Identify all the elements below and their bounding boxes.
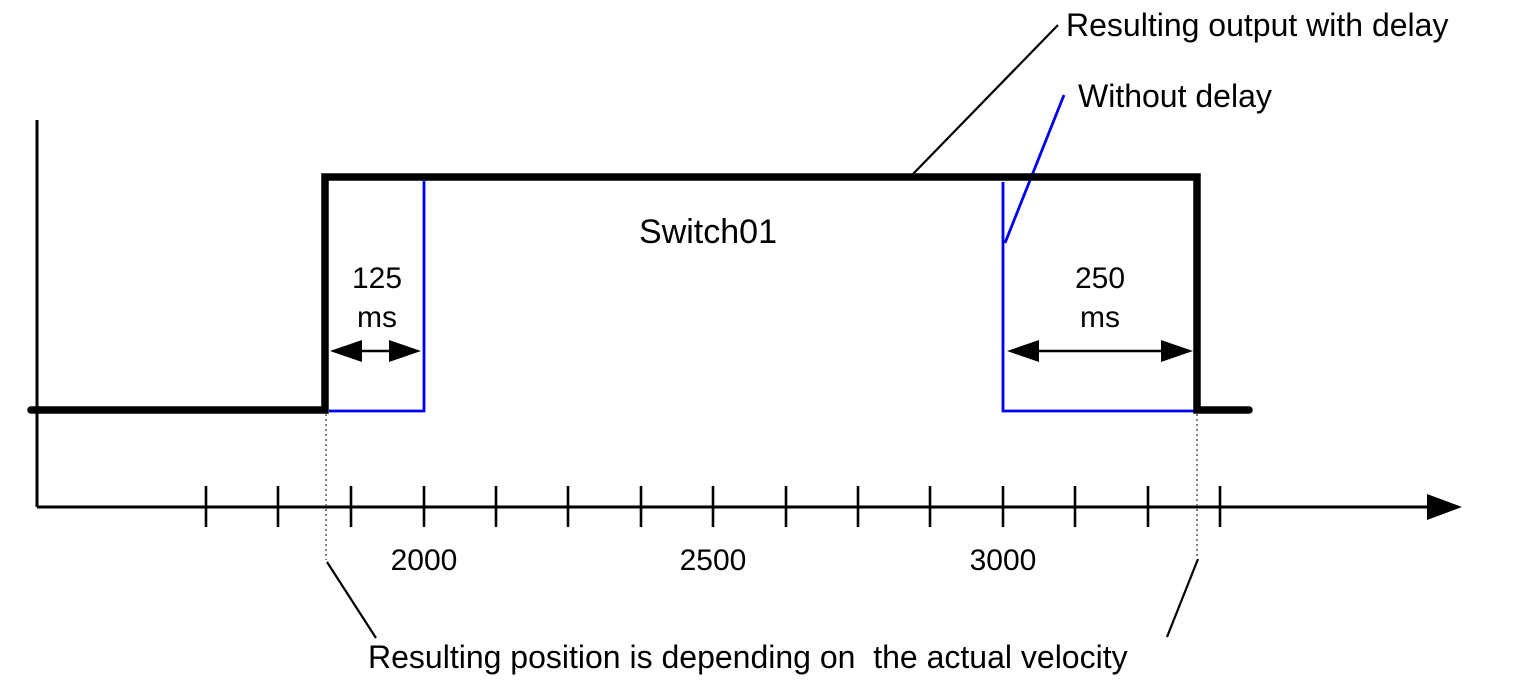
waveform-with-delay xyxy=(27,173,1253,414)
waveform-without-delay-rising xyxy=(329,181,426,413)
axis-ticks xyxy=(204,486,1222,527)
tick-label-3000: 3000 xyxy=(970,544,1037,577)
off-delay-unit: ms xyxy=(1080,301,1120,334)
arrow-right-icon xyxy=(389,340,421,362)
on-delay-value: 125 xyxy=(352,262,402,295)
dimension-on-delay: 125 ms xyxy=(330,262,421,362)
leader-without-delay xyxy=(1003,94,1066,244)
label-without-delay: Without delay xyxy=(1078,78,1272,114)
switch-title: Switch01 xyxy=(639,213,777,251)
off-delay-value: 250 xyxy=(1075,262,1125,295)
bottom-note: Resulting position is depending on the a… xyxy=(368,639,1128,675)
on-delay-unit: ms xyxy=(357,301,397,334)
leader-with-delay xyxy=(912,24,1059,175)
note-leader-left xyxy=(326,561,377,639)
label-with-delay: Resulting output with delay xyxy=(1066,7,1448,43)
arrow-left-icon xyxy=(1007,340,1039,362)
arrow-right-icon xyxy=(1161,340,1193,362)
note-leader-right xyxy=(1165,558,1200,638)
arrow-left-icon xyxy=(330,340,362,362)
dimension-off-delay: 250 ms xyxy=(1007,262,1193,362)
tick-label-2000: 2000 xyxy=(391,544,458,577)
x-axis-arrowhead-icon xyxy=(1427,494,1462,520)
tick-label-2500: 2500 xyxy=(680,544,747,577)
waveform-without-delay-falling xyxy=(1001,182,1194,413)
